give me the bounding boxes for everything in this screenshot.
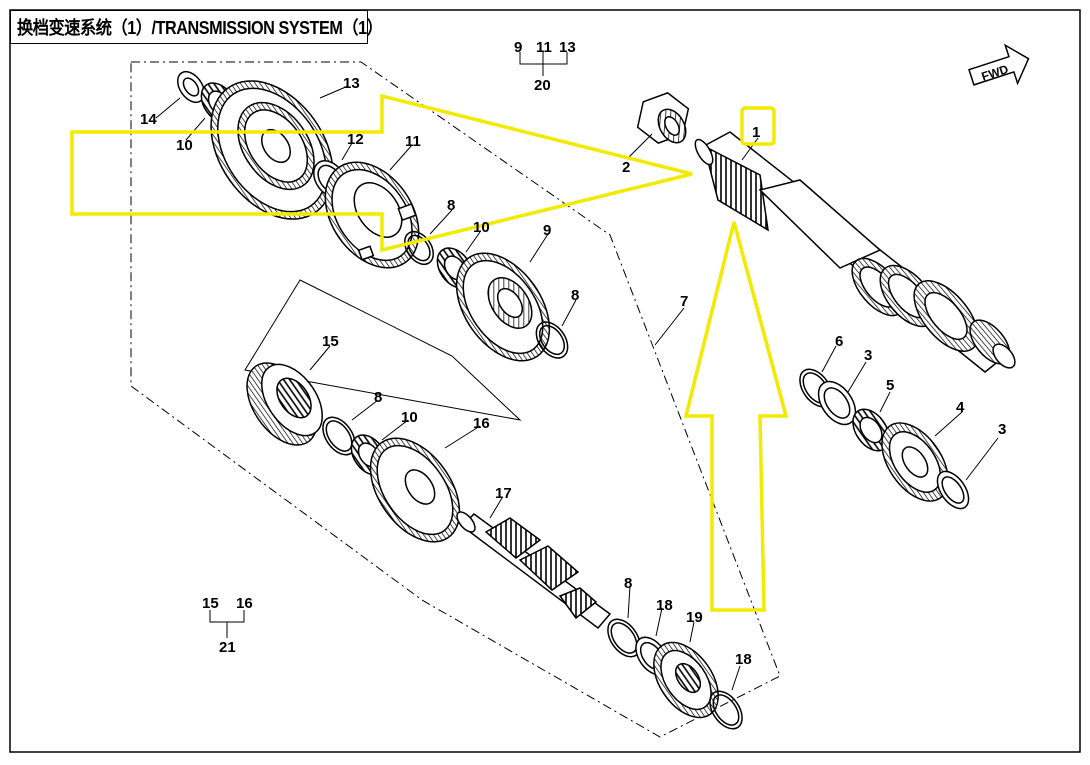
hex-nut: [636, 92, 690, 144]
callout-p3a: 3: [864, 347, 872, 364]
ring-8-mid: [535, 321, 569, 359]
callout-p18a: 18: [656, 597, 673, 614]
callout-p4: 4: [956, 399, 965, 416]
washer-14: [176, 70, 206, 104]
assembly-member-a20-11: 11: [536, 39, 552, 56]
callout-p3b: 3: [998, 421, 1006, 438]
callout-p9: 9: [543, 222, 551, 239]
highlight-annotations: [70, 93, 789, 612]
callout-p10c: 10: [401, 409, 418, 426]
gear-4: [881, 422, 949, 502]
leader-lines: [155, 52, 999, 691]
callout-p18b: 18: [735, 651, 752, 668]
gear-9: [455, 252, 551, 362]
callout-p7: 7: [680, 293, 688, 310]
callout-p15: 15: [322, 333, 339, 350]
main-shaft: [694, 131, 1016, 373]
assembly-member-a20-13: 13: [559, 39, 576, 56]
callout-p14: 14: [140, 111, 157, 128]
callout-p17: 17: [495, 485, 512, 502]
ring-18-lower: [709, 690, 743, 730]
callout-p12: 12: [347, 131, 364, 148]
callout-p8b: 8: [571, 287, 579, 304]
highlight-arrow-left: [70, 93, 693, 253]
gear-16: [369, 437, 461, 543]
callout-p10b: 10: [473, 219, 490, 236]
assembly-member-a21-16: 16: [236, 595, 253, 612]
assembly-label-a21: 21: [219, 639, 236, 656]
gear-13: [210, 80, 334, 220]
assembly-label-a20: 20: [534, 77, 551, 94]
assembly-member-a21-15: 15: [202, 595, 219, 612]
subassembly-outline: [244, 279, 522, 421]
callout-p11: 11: [405, 133, 421, 150]
fwd-arrow-badge: FWD: [968, 43, 1030, 86]
title-box: 换档变速系统（1）/TRANSMISSION SYSTEM（1）: [10, 10, 383, 44]
callout-p1: 1: [752, 124, 760, 141]
assembly-member-a20-9: 9: [514, 39, 522, 56]
gear-19: [653, 641, 719, 719]
callout-p16: 16: [473, 415, 490, 432]
callout-p8c: 8: [374, 389, 382, 406]
gear-15: [246, 362, 323, 446]
assembly-outline-dashed: [130, 61, 781, 738]
page-title: 换档变速系统（1）/TRANSMISSION SYSTEM（1）: [17, 18, 383, 38]
callout-p6: 6: [835, 333, 843, 350]
callout-p2: 2: [622, 159, 630, 176]
countershaft: [456, 511, 612, 630]
ring-8-bottom: [607, 618, 641, 658]
ring-8-lower-left: [322, 416, 356, 456]
ring-8-top: [403, 230, 435, 266]
callout-p8d: 8: [624, 575, 632, 592]
callout-p8a: 8: [447, 197, 455, 214]
part-callouts: 1233456788889101010111213141516171818199…: [140, 39, 1006, 668]
needle-bearing-5: [852, 408, 890, 452]
washer-3-lower: [936, 470, 970, 510]
callout-p5: 5: [886, 377, 894, 394]
washer-3-upper: [817, 380, 857, 426]
highlight-box-part-1: [740, 106, 776, 146]
callout-p19: 19: [686, 609, 703, 626]
highlight-arrow-up: [683, 221, 789, 612]
callout-p13: 13: [343, 75, 360, 92]
callout-p10a: 10: [176, 137, 193, 154]
drawing-frame: [9, 9, 1081, 753]
gear-11: [324, 161, 420, 269]
